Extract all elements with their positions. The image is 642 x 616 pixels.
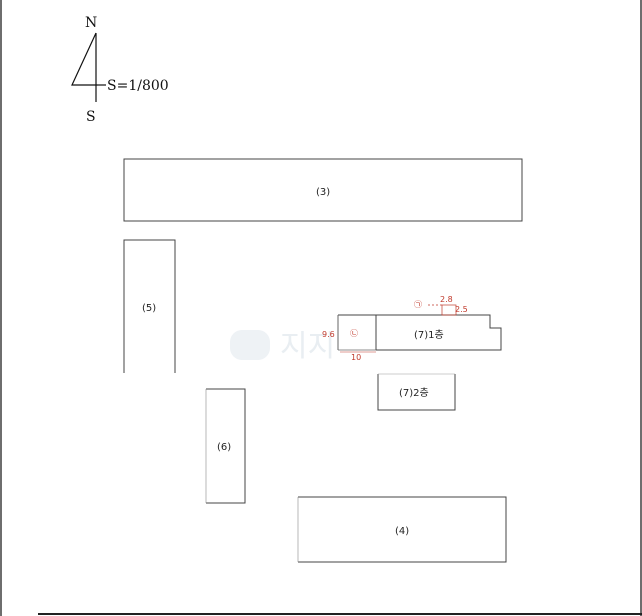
page-right-border bbox=[640, 0, 642, 616]
parcel-6: (6) bbox=[205, 388, 246, 504]
page-bottom-line bbox=[38, 613, 642, 615]
north-arrow-head bbox=[71, 32, 98, 86]
floor-1-outline bbox=[376, 314, 502, 351]
parcel-4: (4) bbox=[297, 496, 507, 563]
parcel-4-outline bbox=[298, 496, 507, 563]
north-arrow: N S=1/800 S bbox=[71, 15, 169, 125]
parcel-5: (5) bbox=[123, 239, 176, 373]
parcel-6-outline bbox=[206, 388, 246, 504]
parcel-5-label: (5) bbox=[142, 303, 156, 314]
parcel-3-outline bbox=[123, 158, 523, 222]
marker-a: ㉠ bbox=[414, 300, 422, 309]
watermark-text: 지지 bbox=[280, 329, 335, 364]
scale-label: S=1/800 bbox=[107, 78, 169, 94]
marker-b: ㉡ bbox=[350, 329, 358, 338]
parcel-6-label: (6) bbox=[217, 442, 231, 453]
offset-box bbox=[441, 304, 457, 316]
parcel-5-outline bbox=[123, 239, 176, 373]
page-left-border bbox=[0, 0, 2, 616]
survey-annotations: ㉠ 2.8 2.5 ㉡ 9.6 10 bbox=[322, 295, 468, 362]
dim-top: 2.8 bbox=[440, 295, 453, 304]
dim-left: 9.6 bbox=[322, 330, 335, 339]
parcel-3-label: (3) bbox=[316, 187, 330, 198]
building-7-floor-2: (7)2층 bbox=[377, 373, 456, 411]
parcel-4-label: (4) bbox=[395, 526, 409, 537]
dim-bottom: 10 bbox=[351, 353, 361, 362]
dim-right: 2.5 bbox=[455, 305, 468, 314]
building-7-floor-1: (7)1층 bbox=[337, 314, 502, 351]
north-label: N bbox=[85, 15, 97, 31]
watermark: 지지 bbox=[230, 329, 335, 364]
south-label: S bbox=[86, 109, 96, 125]
floor-2-outline bbox=[377, 374, 456, 411]
floor-1-label: (7)1층 bbox=[414, 329, 444, 341]
floor-2-label: (7)2층 bbox=[399, 387, 429, 399]
parcel-3: (3) bbox=[123, 158, 523, 222]
